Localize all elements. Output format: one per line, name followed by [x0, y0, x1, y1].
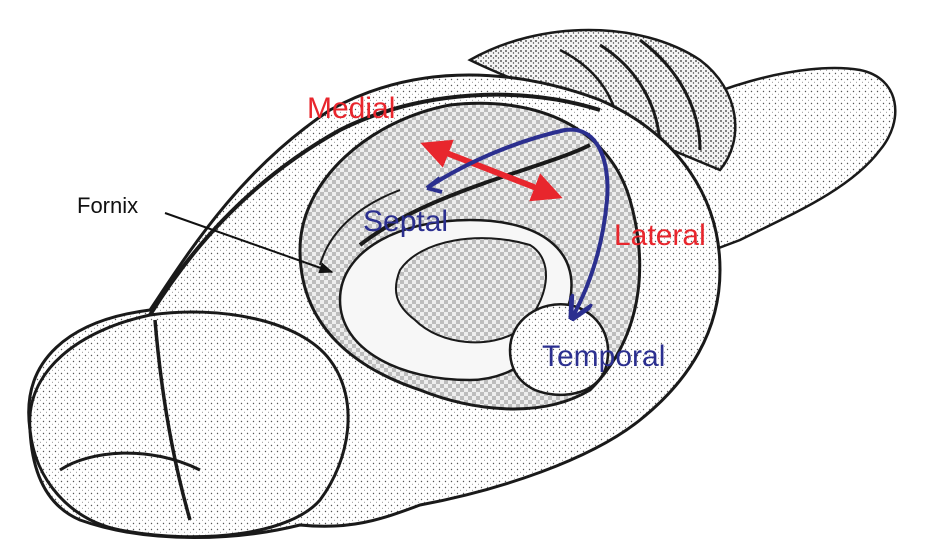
- label-fornix: Fornix: [77, 195, 138, 217]
- label-septal: Septal: [363, 207, 448, 237]
- label-medial: Medial: [307, 94, 395, 124]
- olfactory-bulb: [30, 312, 348, 537]
- label-lateral: Lateral: [614, 221, 706, 251]
- label-temporal: Temporal: [542, 342, 665, 372]
